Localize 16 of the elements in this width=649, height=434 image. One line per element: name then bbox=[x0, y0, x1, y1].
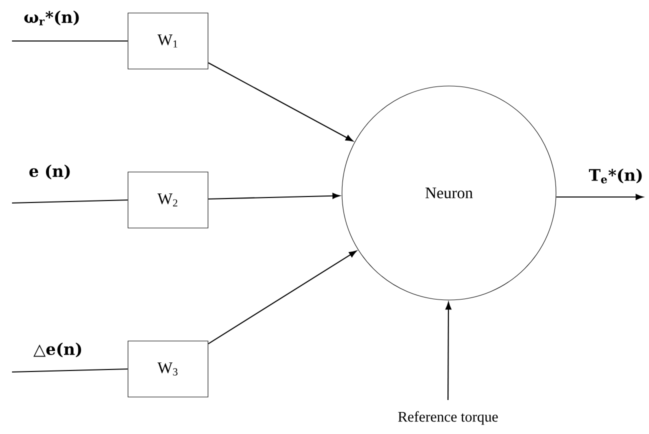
arrow bbox=[208, 62, 354, 142]
signal-label: e (n) bbox=[29, 164, 70, 180]
signal-label: △e(n) bbox=[33, 342, 82, 358]
input-line bbox=[12, 40, 128, 42]
arrow bbox=[445, 302, 452, 400]
weight-box: W$_{3}$ bbox=[128, 340, 208, 398]
input-label: Reference torque bbox=[398, 411, 498, 425]
arrow bbox=[208, 250, 357, 344]
weight-box: W$_{1}$ bbox=[128, 12, 208, 70]
arrow bbox=[556, 194, 644, 200]
signal-label: T$_{e}$*(n) bbox=[588, 168, 642, 184]
arrow bbox=[208, 192, 340, 200]
signal-label: ω$_{r}$*(n) bbox=[24, 10, 79, 26]
weight-box: W$_{2}$ bbox=[128, 172, 208, 228]
input-line bbox=[12, 199, 128, 204]
input-line bbox=[12, 368, 128, 373]
